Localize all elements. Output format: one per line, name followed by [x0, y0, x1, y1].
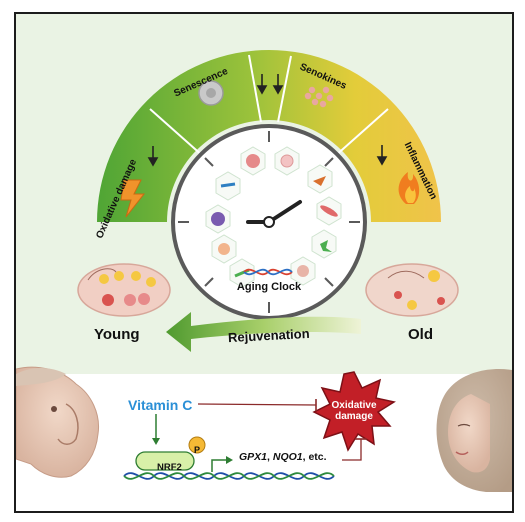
fire-icon [398, 172, 420, 204]
clock-icon [171, 124, 367, 320]
ovary-young-icon [77, 263, 171, 317]
arc-separators [149, 54, 389, 158]
ovary-old-icon [365, 263, 459, 317]
old-label: Old [408, 326, 433, 343]
gene-nqo1: NQO1 [272, 451, 303, 463]
monkey-icon [16, 366, 100, 478]
diagram-canvas: Oxidative damage Senescence Senokines In… [16, 50, 512, 492]
increase-arrow-icon [256, 74, 388, 166]
gene-gpx1: GPX1 [239, 451, 268, 463]
dna-icon [243, 268, 293, 276]
clock-label: Aging Clock [237, 281, 302, 293]
damage-label: Oxidative damage [331, 400, 377, 422]
woman-icon [436, 369, 512, 492]
gene-inhibition-line [342, 439, 362, 461]
damage-burst-icon [312, 371, 396, 452]
phospho-icon [188, 436, 206, 454]
figure-frame: Oxidative damage Senescence Senokines In… [14, 12, 514, 513]
rejuvenation-label: Rejuvenation [228, 326, 310, 345]
senescent-cell-icon [198, 80, 224, 106]
gene-sep: , [267, 451, 273, 463]
phospho-label: P [194, 445, 201, 455]
senokines-icon [304, 86, 334, 108]
gene-suffix: , etc. [302, 451, 327, 463]
nrf2-label: NRF2 [157, 462, 182, 473]
young-label: Young [94, 326, 140, 343]
dna-strand-icon [123, 472, 335, 480]
gene-list: GPX1, NQO1, etc. [239, 451, 327, 463]
nrf2-box [135, 451, 195, 471]
rejuvenation-arrow [166, 312, 361, 352]
vitamin-c-label: Vitamin C [128, 397, 193, 413]
lightning-icon [120, 179, 146, 218]
decrease-arrow-icon [147, 146, 159, 167]
inhibition-line [197, 403, 317, 406]
aging-arc-band [97, 50, 441, 222]
transcription-arrow [211, 459, 230, 472]
